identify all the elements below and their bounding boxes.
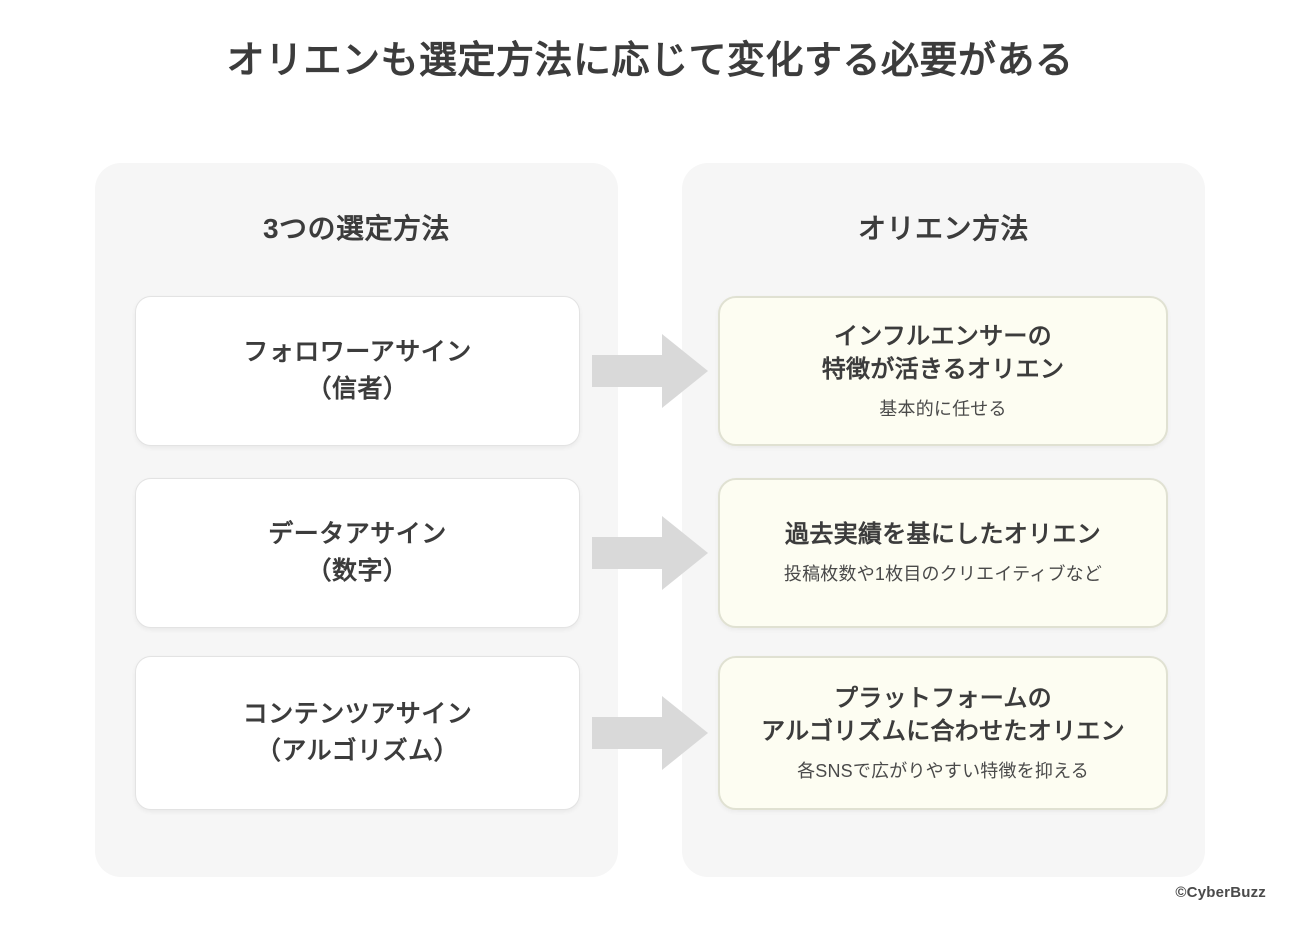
left-panel-heading: 3つの選定方法	[262, 213, 451, 244]
method-card-label: フォロワーアサイン （信者）	[243, 337, 472, 404]
orient-card-title: インフルエンサーの 特徴が活きるオリエン	[821, 322, 1065, 383]
method-card-data[interactable]: データアサイン （数字）	[135, 478, 580, 628]
arrow-right-icon	[592, 696, 708, 770]
copyright-watermark: ©CyberBuzz	[1175, 884, 1266, 901]
orient-card-subtitle: 各SNSで広がりやすい特徴を抑える	[797, 761, 1089, 782]
arrow-right-icon	[592, 516, 708, 590]
arrow-right-icon	[592, 334, 708, 408]
method-card-label: データアサイン （数字）	[268, 519, 447, 586]
method-card-follower[interactable]: フォロワーアサイン （信者）	[135, 296, 580, 446]
mapping-row-3: コンテンツアサイン （アルゴリズム） プラットフォームの アルゴリズムに合わせた…	[0, 656, 1300, 810]
method-card-contents[interactable]: コンテンツアサイン （アルゴリズム）	[135, 656, 580, 810]
page-title: オリエンも選定方法に応じて変化する必要がある	[226, 40, 1074, 82]
orient-card-subtitle: 投稿枚数や1枚目のクリエイティブなど	[783, 564, 1103, 585]
orient-card-past-results[interactable]: 過去実績を基にしたオリエン 投稿枚数や1枚目のクリエイティブなど	[718, 478, 1168, 628]
orient-card-platform-algorithm[interactable]: プラットフォームの アルゴリズムに合わせたオリエン 各SNSで広がりやすい特徴を…	[718, 656, 1168, 810]
orient-card-influencer[interactable]: インフルエンサーの 特徴が活きるオリエン 基本的に任せる	[718, 296, 1168, 446]
right-panel-heading: オリエン方法	[857, 213, 1029, 244]
mapping-row-1: フォロワーアサイン （信者） インフルエンサーの 特徴が活きるオリエン 基本的に…	[0, 296, 1300, 446]
orient-card-title: プラットフォームの アルゴリズムに合わせたオリエン	[761, 684, 1125, 745]
orient-card-title: 過去実績を基にしたオリエン	[785, 521, 1101, 549]
method-card-label: コンテンツアサイン （アルゴリズム）	[242, 699, 473, 766]
orient-card-subtitle: 基本的に任せる	[879, 399, 1007, 420]
mapping-row-2: データアサイン （数字） 過去実績を基にしたオリエン 投稿枚数や1枚目のクリエイ…	[0, 478, 1300, 628]
